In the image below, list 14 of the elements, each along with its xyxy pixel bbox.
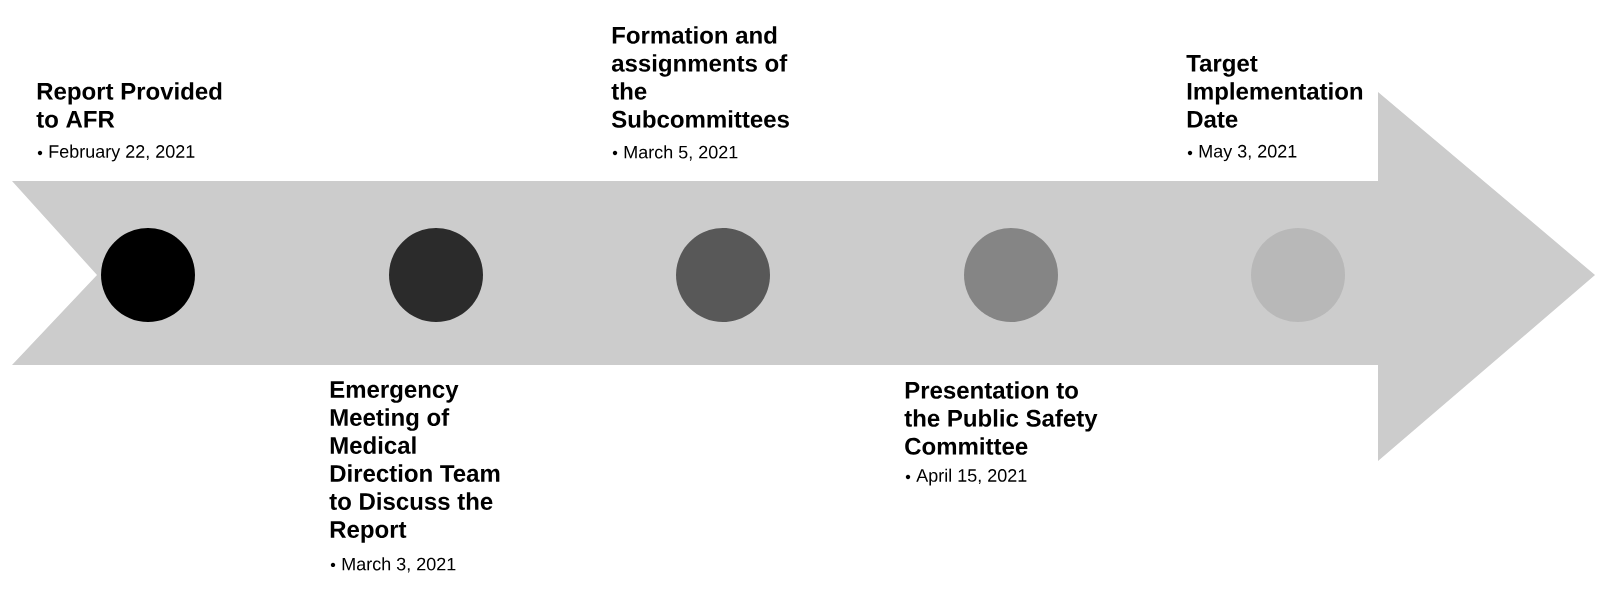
date-text: May 3, 2021 xyxy=(1199,144,1297,162)
milestone-circle xyxy=(389,228,483,322)
date-text: April 15, 2021 xyxy=(916,468,1027,486)
date-text: February 22, 2021 xyxy=(49,144,195,162)
milestone-circle xyxy=(676,228,770,322)
milestone-heading: Formation and assignments of the Subcommittees xyxy=(611,26,789,128)
milestone-heading: Emergency Meeting of Medical Direction Team to Discuss the Report xyxy=(329,381,500,543)
milestone-heading: Target Implementation Date xyxy=(1186,55,1363,128)
milestone-heading: Presentation to the Public Safety Committee xyxy=(904,381,1098,455)
date-text: March 3, 2021 xyxy=(342,557,456,573)
date-text: March 5, 2021 xyxy=(624,145,738,161)
milestone-heading: Report Provided to AFR xyxy=(36,82,222,128)
milestone-circle xyxy=(101,228,195,322)
milestone-circle xyxy=(964,228,1058,322)
